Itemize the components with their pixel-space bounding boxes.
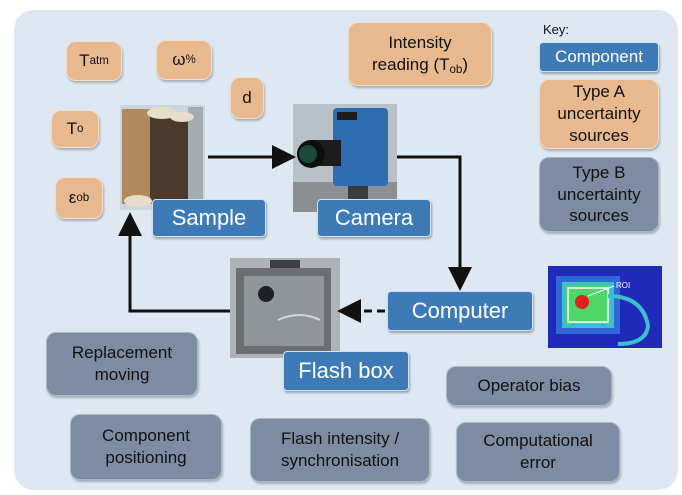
t-atm-base: T	[79, 51, 90, 71]
intensity-reading-source: Intensity reading (Tob)	[348, 22, 492, 86]
computer-component: Computer	[387, 291, 533, 331]
intensity-line2-text: reading (T	[372, 55, 450, 74]
sample-component: Sample	[152, 199, 266, 237]
flash-box-photo	[230, 258, 340, 358]
intensity-line1: Intensity	[388, 33, 452, 53]
key-title: Key:	[543, 22, 570, 37]
replacement-moving-source: Replacement moving	[46, 332, 198, 396]
component-positioning-source: Component positioning	[70, 414, 222, 480]
computational-error-source: Computational error	[456, 422, 620, 482]
omega-base: ω	[172, 50, 186, 70]
intensity-line2: reading (Tob)	[372, 54, 468, 76]
omega-source: ω%	[156, 40, 212, 80]
camera-component: Camera	[317, 199, 431, 237]
arrow-camera-to-computer	[397, 155, 472, 291]
key-type-a: Type A uncertainty sources	[539, 79, 659, 149]
key-component: Component	[539, 42, 659, 72]
key-type-b: Type B uncertainty sources	[539, 157, 659, 232]
t-o-base: T	[66, 119, 77, 139]
flash-box-component: Flash box	[283, 351, 409, 391]
operator-bias-source: Operator bias	[446, 366, 612, 406]
intensity-sub: ob	[449, 63, 463, 76]
sample-photo	[120, 105, 205, 210]
thermal-image: ROI	[548, 266, 662, 348]
intensity-end: )	[462, 55, 468, 74]
d-source: d	[230, 77, 264, 119]
epsilon-base: ε	[68, 188, 77, 208]
flash-intensity-source: Flash intensity / synchronisation	[250, 418, 430, 482]
roi-label: ROI	[616, 281, 630, 290]
arrow-flash-to-sample	[118, 212, 230, 313]
